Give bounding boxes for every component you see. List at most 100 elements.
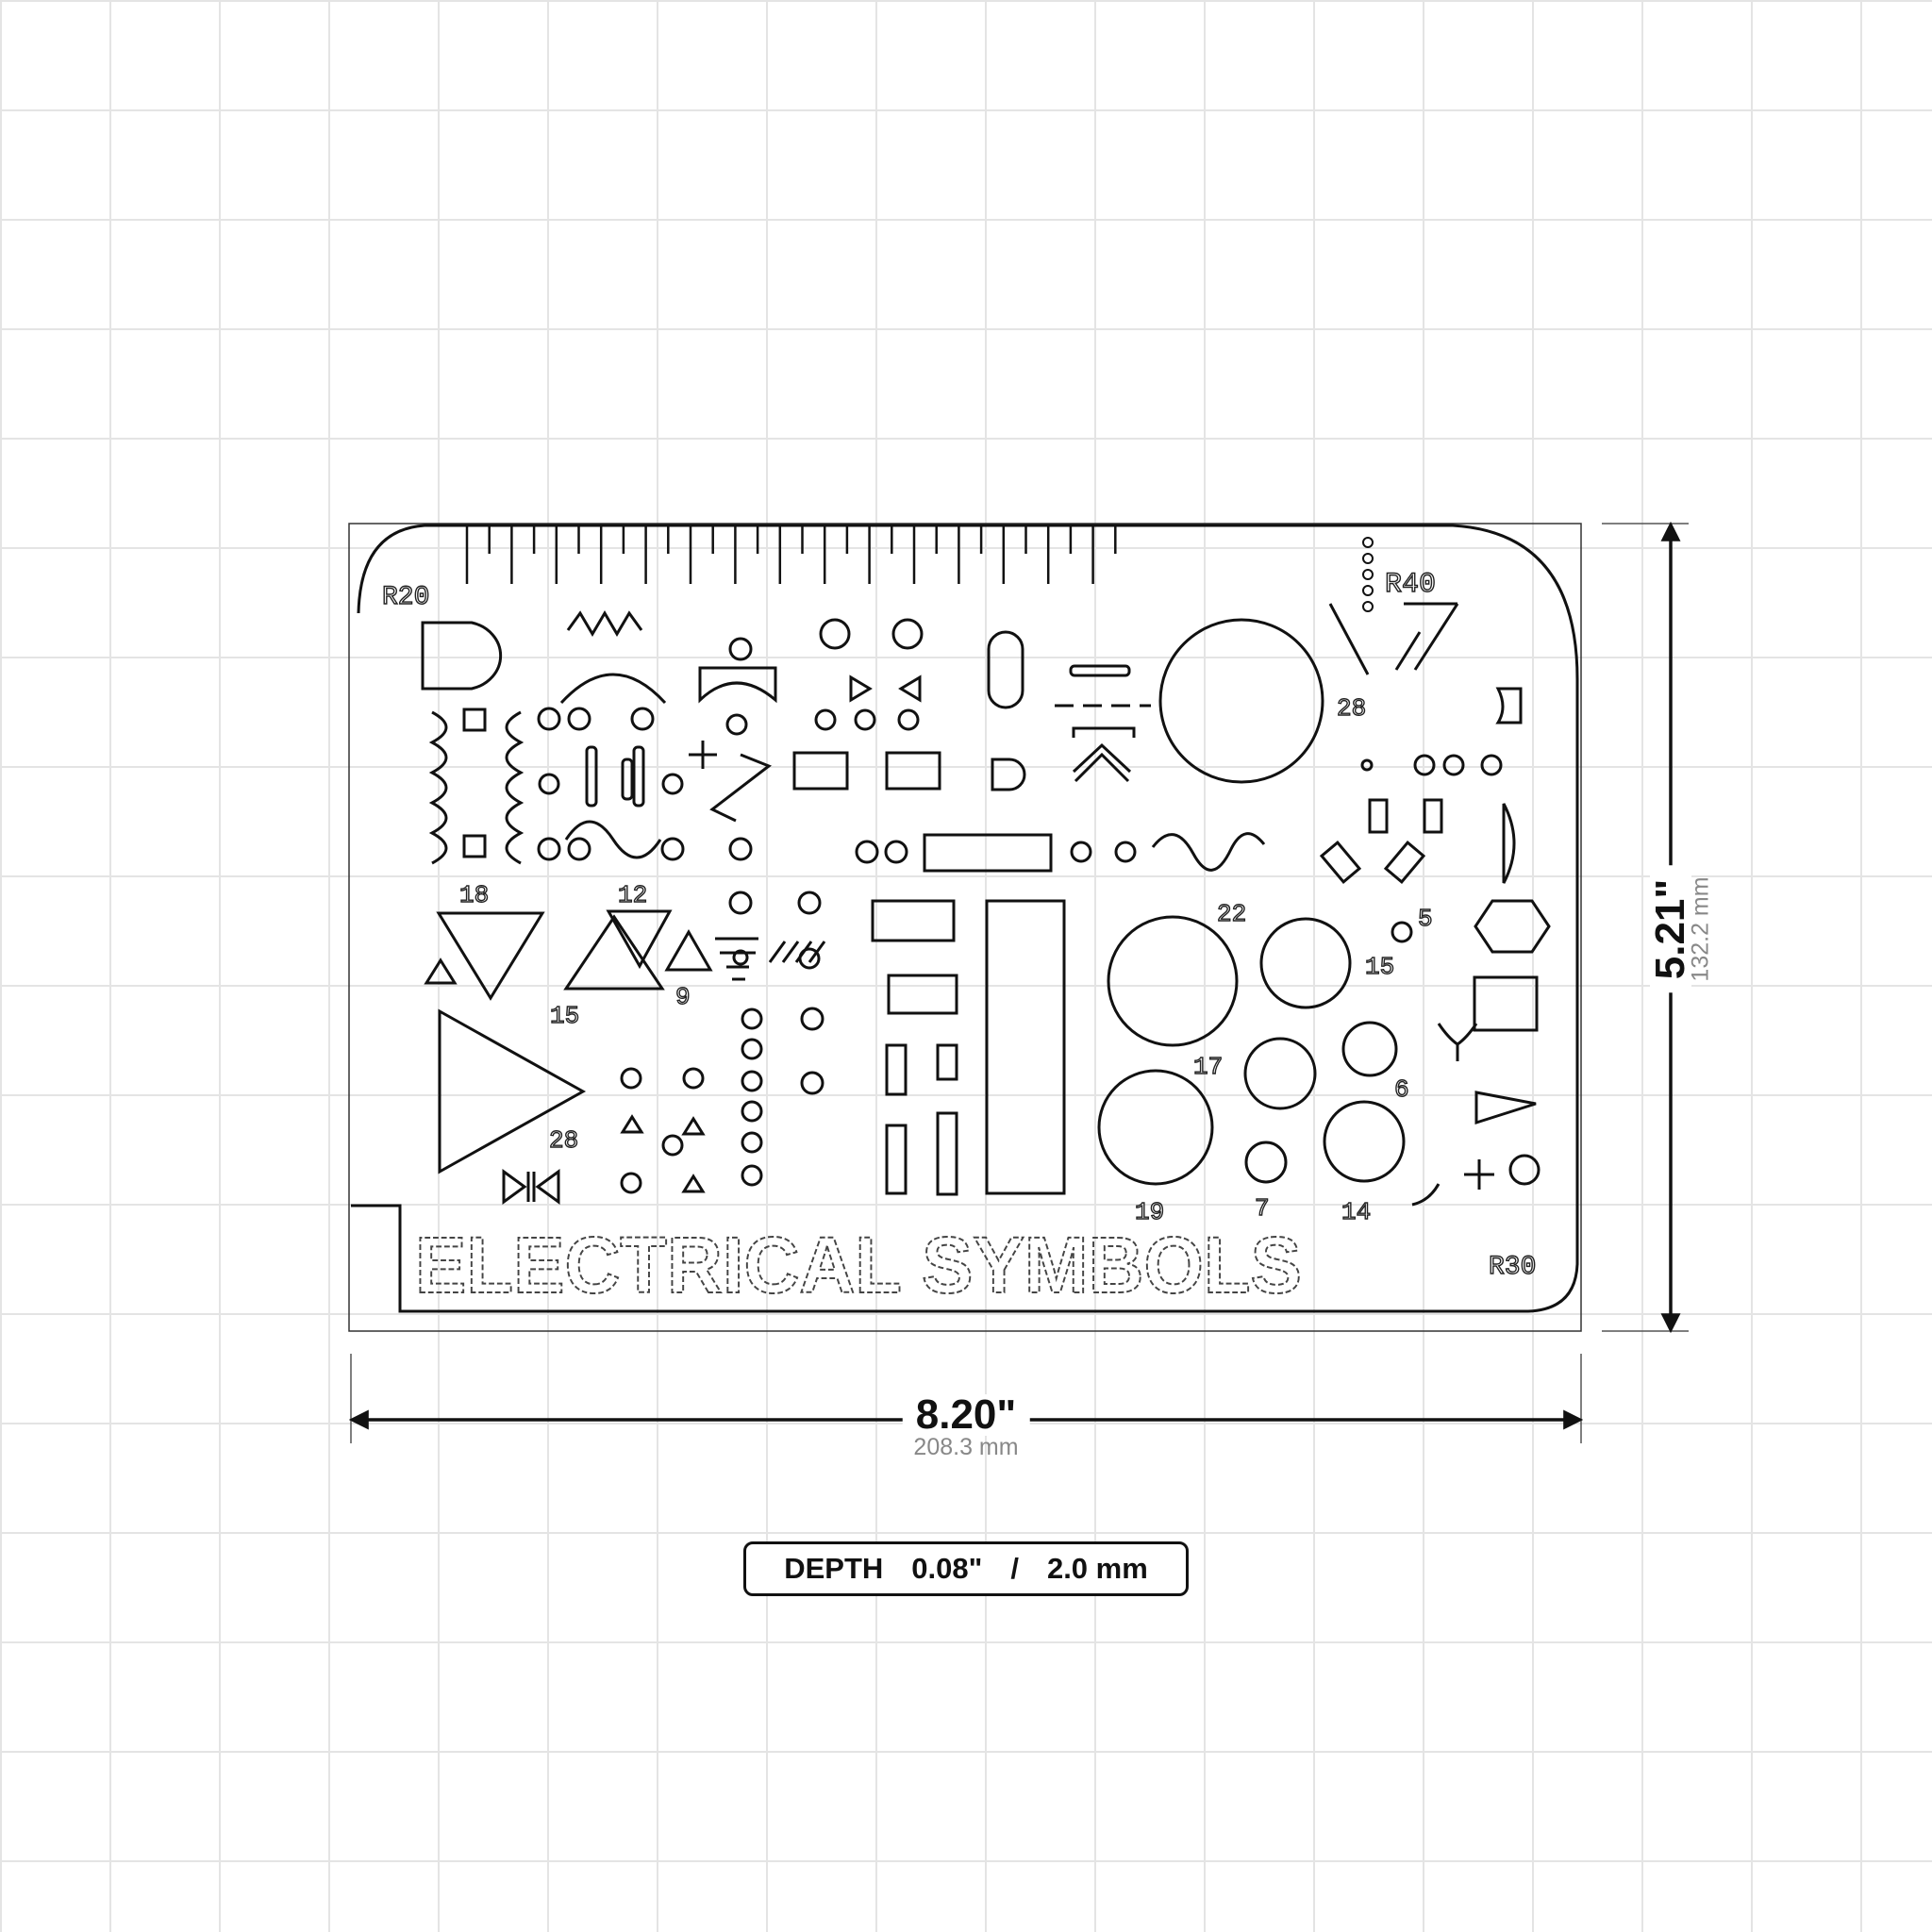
hole-cutout bbox=[797, 891, 822, 915]
hole-cutout bbox=[897, 708, 920, 731]
label-12: 12 bbox=[618, 881, 647, 909]
corner-label-r20: R20 bbox=[382, 583, 429, 612]
rect-cutout-7 bbox=[885, 1124, 908, 1195]
width-mm: 208.3 mm bbox=[913, 1434, 1019, 1460]
label-9: 9 bbox=[675, 983, 691, 1011]
d-shape-cutout bbox=[991, 758, 1026, 791]
arc-cutout bbox=[559, 673, 667, 705]
label-5: 5 bbox=[1418, 905, 1433, 933]
width-inches: 8.20" bbox=[902, 1394, 1030, 1436]
circle-6 bbox=[1341, 1021, 1398, 1077]
triangle-right-cutout bbox=[1474, 1091, 1537, 1125]
ground-symbol-cutout bbox=[715, 937, 758, 981]
hole-cutout bbox=[741, 1070, 763, 1092]
bracket-top-cutout bbox=[1072, 726, 1136, 738]
diode-right-cutout bbox=[502, 1169, 530, 1205]
label-28-circle: 28 bbox=[1337, 694, 1366, 723]
circle-15 bbox=[1259, 917, 1352, 1009]
small-triangle-right bbox=[849, 675, 873, 703]
hole-cutout bbox=[732, 949, 749, 966]
long-rect-horizontal bbox=[923, 833, 1053, 873]
triangle-down-medium bbox=[606, 909, 673, 970]
circle-7 bbox=[1244, 1141, 1288, 1184]
plus-cutout bbox=[689, 741, 717, 769]
hole-cutout bbox=[728, 837, 753, 861]
small-triangle-left bbox=[898, 675, 922, 703]
hook-cutout bbox=[1411, 1183, 1441, 1207]
hole-cutout bbox=[538, 773, 560, 795]
diode-left-cutout bbox=[532, 1169, 560, 1205]
hole-cutout bbox=[567, 707, 591, 731]
tiny-circle-column bbox=[1362, 537, 1374, 612]
capacitor-plate-3 bbox=[632, 745, 645, 808]
hole-number-labels: 18 12 15 9 28 28 22 15 6 17 19 7 14 5 bbox=[458, 693, 1433, 1226]
hole-cutout bbox=[537, 707, 561, 731]
hole-cutout bbox=[661, 773, 684, 795]
rect-cutout-2 bbox=[885, 751, 941, 791]
circle-14 bbox=[1323, 1100, 1406, 1183]
hatched-cutout bbox=[768, 941, 826, 963]
hole-cutout bbox=[567, 837, 591, 861]
hole-cutout bbox=[814, 708, 837, 731]
chevron-cutout bbox=[1072, 742, 1132, 774]
hole-cutout bbox=[630, 707, 655, 731]
hole-cutout bbox=[1442, 754, 1465, 776]
hole-cutout bbox=[819, 618, 851, 650]
curved-bracket-cutout bbox=[1495, 687, 1523, 724]
label-17: 17 bbox=[1193, 1053, 1223, 1081]
hole-cutout bbox=[661, 1134, 684, 1157]
small-triangle-c bbox=[681, 1174, 706, 1193]
hole-cutout bbox=[800, 1071, 824, 1095]
symbol-cutouts bbox=[421, 537, 1551, 1207]
triangle-up-small bbox=[664, 928, 713, 972]
lens-cutout bbox=[1502, 803, 1516, 884]
bounding-box bbox=[348, 523, 1582, 1332]
pill-cutout bbox=[987, 630, 1024, 709]
small-triangle-b bbox=[681, 1116, 706, 1136]
hole-cutout bbox=[741, 1164, 763, 1187]
large-circle-cutout bbox=[1158, 618, 1324, 784]
label-7: 7 bbox=[1255, 1194, 1270, 1223]
hole-cutout bbox=[725, 713, 748, 736]
hole-cutout bbox=[741, 1038, 763, 1060]
tall-rect-cutout bbox=[985, 899, 1066, 1195]
label-28-stencil: 28 bbox=[549, 1126, 578, 1155]
stencil-title-text: ELECTRICAL SYMBOLS bbox=[415, 1221, 1302, 1309]
hole-cutout bbox=[537, 837, 561, 861]
label-22: 22 bbox=[1217, 900, 1246, 928]
bracket-cutout bbox=[698, 666, 777, 704]
coil-left-cutout bbox=[428, 710, 448, 865]
dash-long bbox=[1069, 664, 1131, 677]
hole-cutout bbox=[1391, 921, 1413, 943]
hole-cutout bbox=[1070, 841, 1092, 863]
hole-cutout bbox=[798, 947, 821, 970]
rect-cutout-1 bbox=[792, 751, 849, 791]
depth-label: DEPTH bbox=[784, 1552, 884, 1585]
hole-cutout bbox=[1508, 1154, 1541, 1186]
hole-cutout bbox=[1360, 758, 1374, 772]
circle-19 bbox=[1097, 1069, 1214, 1186]
hole-cutout bbox=[741, 1008, 763, 1030]
hole-cutout bbox=[741, 1131, 763, 1154]
triangle-up-medium bbox=[563, 914, 665, 991]
hole-cutout bbox=[741, 1100, 763, 1123]
depth-inches: 0.08" bbox=[911, 1552, 983, 1585]
label-19: 19 bbox=[1135, 1198, 1164, 1226]
label-18: 18 bbox=[459, 881, 489, 909]
small-holes bbox=[537, 618, 1541, 1194]
tilted-rect-1 bbox=[1319, 841, 1362, 884]
coil-terminal-bottom bbox=[462, 834, 487, 858]
buffer-triangle-large bbox=[438, 1008, 587, 1174]
hexagon-cutout bbox=[1474, 899, 1551, 954]
capacitor-plate-1 bbox=[585, 745, 598, 808]
rect-cutout-6 bbox=[936, 1043, 958, 1081]
square-cutout bbox=[1473, 975, 1539, 1032]
hole-cutout bbox=[855, 840, 879, 864]
rect-cutout-3 bbox=[871, 899, 956, 942]
coil-terminal-top bbox=[462, 708, 487, 732]
hole-cutout bbox=[891, 618, 924, 650]
circle-17 bbox=[1243, 1037, 1317, 1110]
label-15: 15 bbox=[550, 1002, 579, 1030]
hole-cutout bbox=[1480, 754, 1503, 776]
